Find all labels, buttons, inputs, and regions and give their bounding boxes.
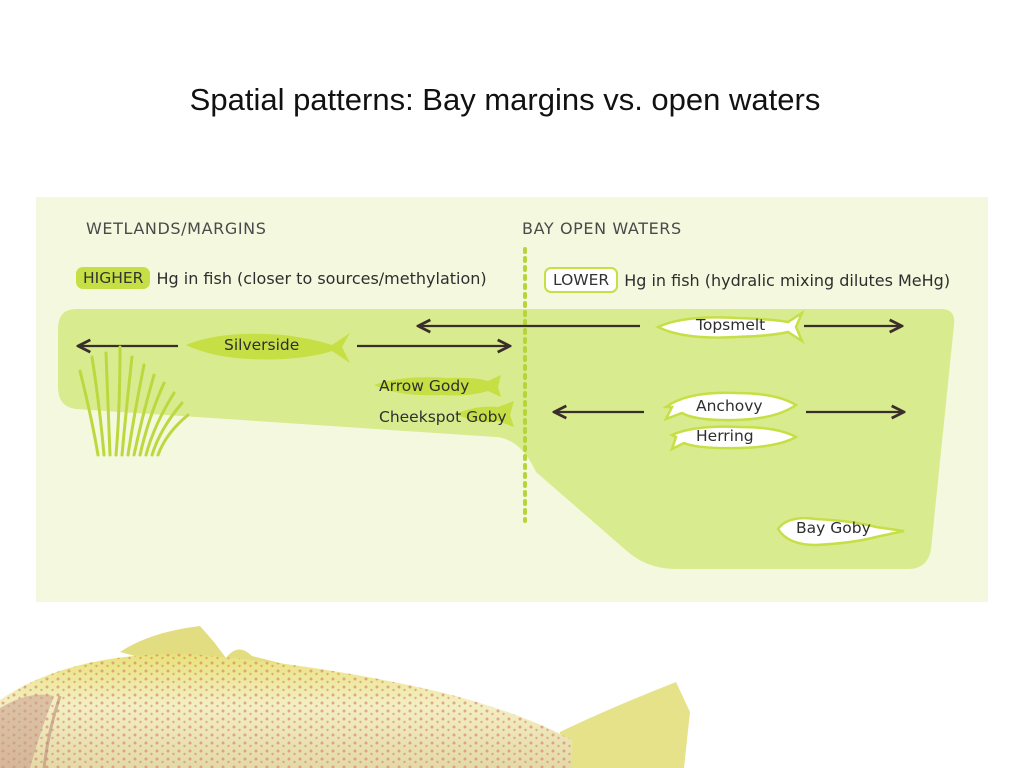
lower-badge: LOWER xyxy=(544,267,619,293)
wetlands-margins-heading: WETLANDS/MARGINS xyxy=(86,219,267,238)
higher-hg-row: HIGHER Hg in fish (closer to sources/met… xyxy=(76,267,487,289)
herring-fish-icon xyxy=(669,425,799,452)
lower-hg-row: LOWER Hg in fish (hydralic mixing dilute… xyxy=(544,267,950,293)
cheekspot-goby-label: Cheekspot Goby xyxy=(379,408,507,426)
bay-goby-label: Bay Goby xyxy=(796,519,871,537)
diagram-panel: WETLANDS/MARGINS BAY OPEN WATERS HIGHER … xyxy=(36,197,988,602)
fish-photo-illustration xyxy=(0,626,690,768)
bay-open-waters-heading: BAY OPEN WATERS xyxy=(522,219,682,238)
habitat-zone-shape xyxy=(58,309,955,569)
anchovy-label: Anchovy xyxy=(696,397,763,415)
silverside-fish-icon xyxy=(186,333,350,363)
marsh-grass-icon xyxy=(78,345,190,457)
anchovy-fish-icon xyxy=(662,391,799,422)
habitat-zone-graphic xyxy=(58,247,955,569)
topsmelt-fish-icon xyxy=(655,309,805,345)
arrow-goby-fish-icon xyxy=(374,375,501,397)
slide-title: Spatial patterns: Bay margins vs. open w… xyxy=(189,82,821,117)
cheekspot-goby-fish-icon xyxy=(456,401,514,427)
lower-hg-description: Hg in fish (hydralic mixing dilutes MeHg… xyxy=(624,270,951,290)
arrow-goby-label: Arrow Gody xyxy=(379,377,470,395)
topsmelt-label: Topsmelt xyxy=(696,316,766,334)
higher-badge: HIGHER xyxy=(76,267,151,289)
bay-goby-fish-icon xyxy=(776,516,905,547)
higher-hg-description: Hg in fish (closer to sources/methylatio… xyxy=(156,268,487,288)
herring-label: Herring xyxy=(696,427,754,445)
silverside-label: Silverside xyxy=(224,336,300,354)
